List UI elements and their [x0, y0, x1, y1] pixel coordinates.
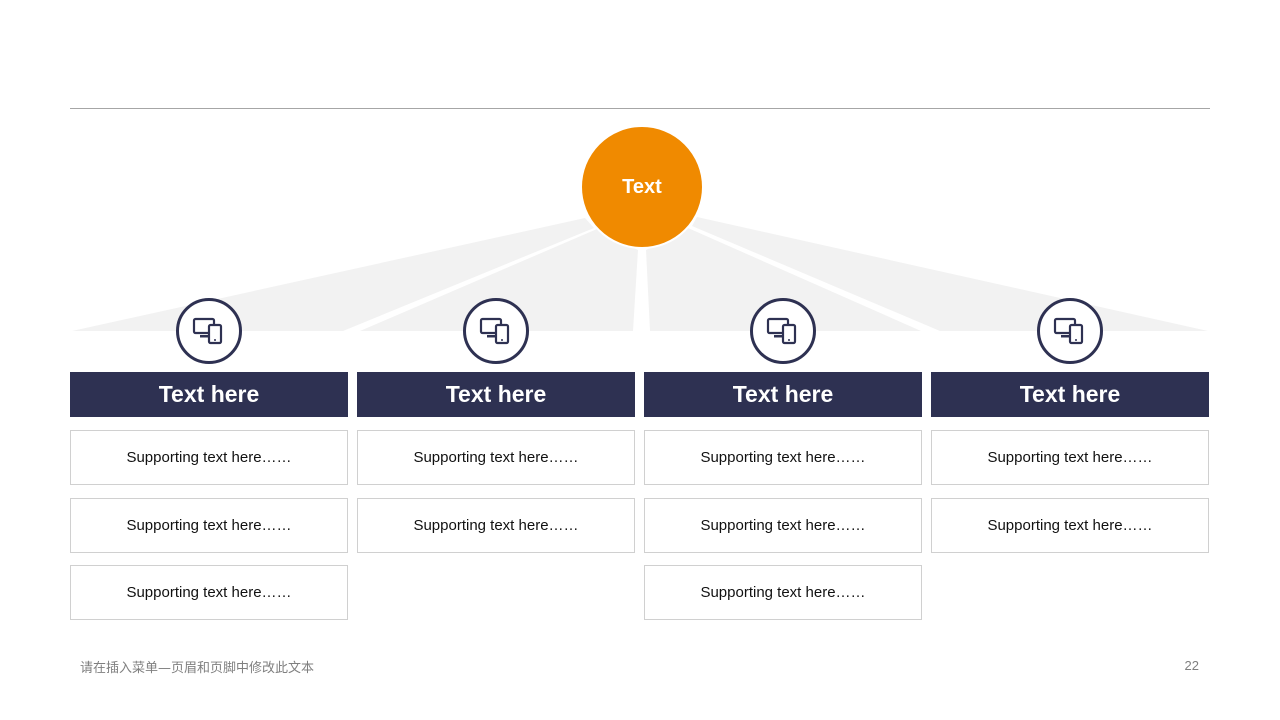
- list-item: Supporting text here……: [70, 430, 348, 485]
- devices-icon: [1037, 298, 1103, 364]
- list-item: Supporting text here……: [357, 430, 635, 485]
- top-divider: [70, 108, 1210, 109]
- list-item: Supporting text here……: [931, 430, 1209, 485]
- footer-text: 请在插入菜单—页眉和页脚中修改此文本: [80, 661, 315, 676]
- column-1: Text here Supporting text here…… Support…: [70, 0, 348, 720]
- list-item: Supporting text here……: [644, 565, 922, 620]
- ray-3: [646, 228, 921, 331]
- hub-circle: Text: [580, 125, 704, 249]
- hub-label: Text: [622, 175, 662, 198]
- list-item: Supporting text here……: [644, 498, 922, 553]
- column-1-title: Text here: [70, 372, 348, 417]
- list-item: Supporting text here……: [70, 498, 348, 553]
- column-2-title: Text here: [357, 372, 635, 417]
- column-4-title: Text here: [931, 372, 1209, 417]
- list-item: Supporting text here……: [644, 430, 922, 485]
- page-number: 22: [1184, 658, 1199, 673]
- column-4: Text here Supporting text here…… Support…: [931, 0, 1209, 720]
- list-item: Supporting text here……: [70, 565, 348, 620]
- devices-icon: [463, 298, 529, 364]
- column-2: Text here Supporting text here…… Support…: [357, 0, 635, 720]
- ray-2: [360, 229, 638, 331]
- list-item: Supporting text here……: [357, 498, 635, 553]
- devices-icon: [176, 298, 242, 364]
- column-3: Text here Supporting text here…… Support…: [644, 0, 922, 720]
- column-3-title: Text here: [644, 372, 922, 417]
- devices-icon: [750, 298, 816, 364]
- list-item: Supporting text here……: [931, 498, 1209, 553]
